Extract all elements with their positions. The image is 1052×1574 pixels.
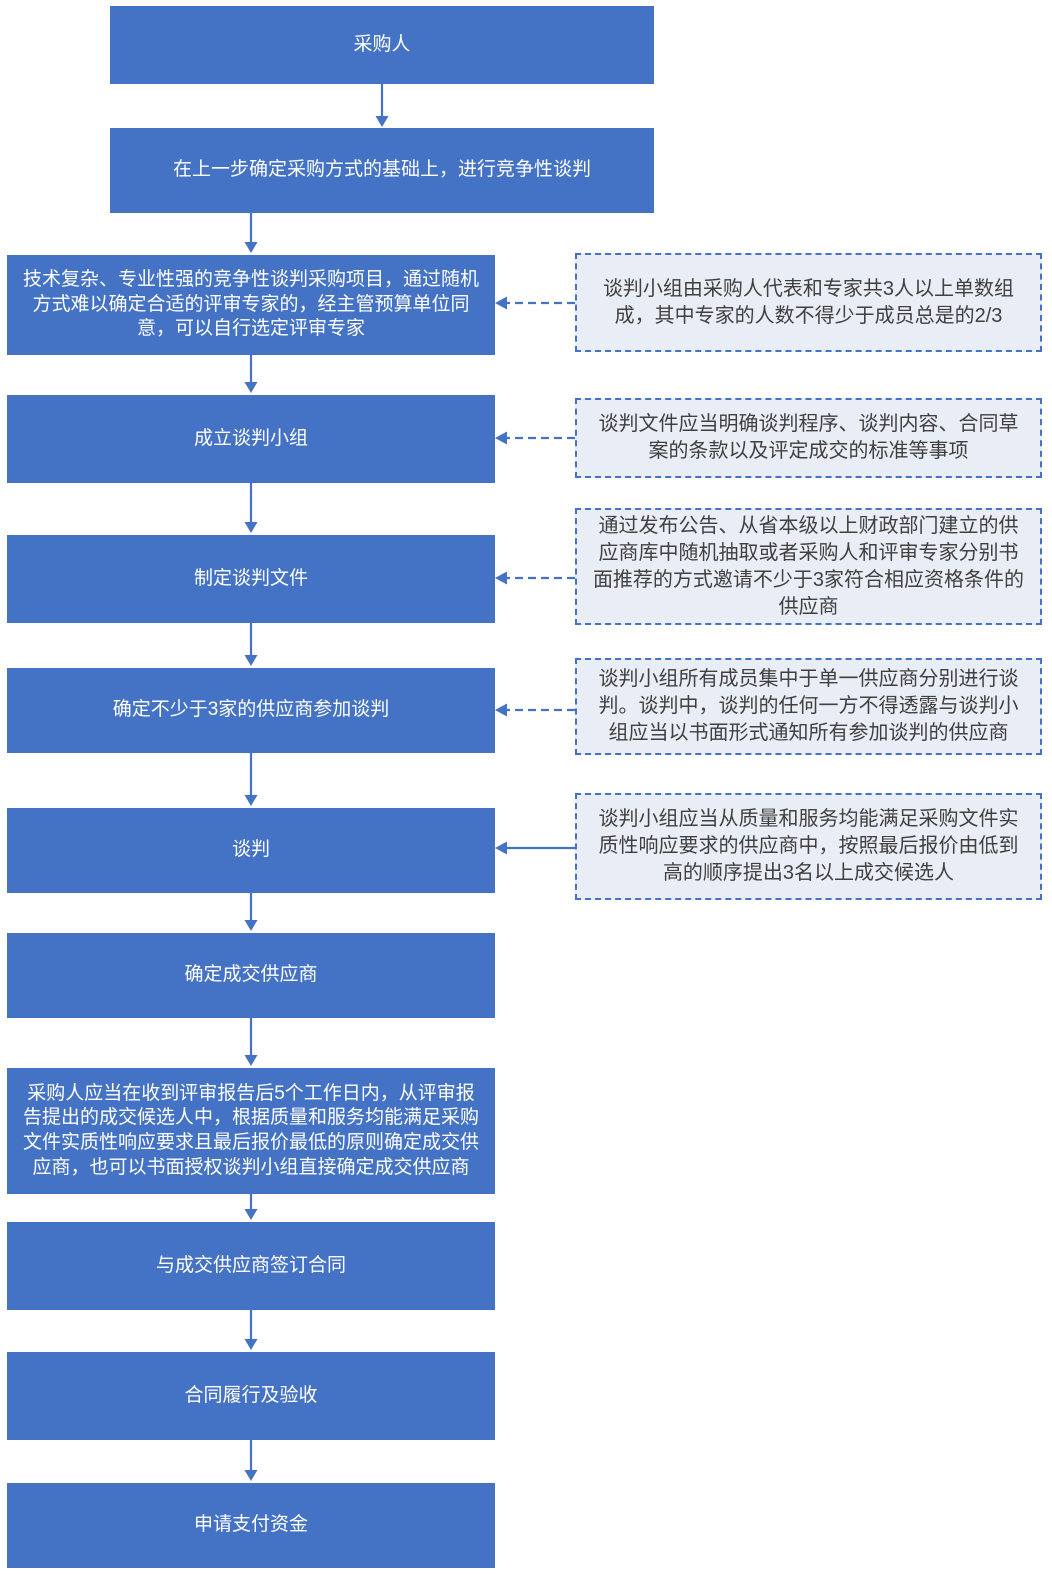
flow-arrowhead: [244, 1470, 258, 1481]
flow-step-winning-supplier-rules: 采购人应当在收到评审报告后5个工作日内，从评审报告提出的成交候选人中，根据质量和…: [7, 1068, 495, 1194]
note-arrowhead: [495, 431, 507, 445]
flow-step-label: 成立谈判小组: [193, 427, 308, 449]
flow-step-negotiation: 谈判: [7, 808, 495, 893]
note-document-contents: 谈判文件应当明确谈判程序、谈判内容、合同草案的条款以及评定成交的标准等事项: [575, 398, 1042, 478]
flow-step-sign-contract: 与成交供应商签订合同: [7, 1222, 495, 1310]
flow-arrowhead: [375, 116, 389, 127]
note-arrowhead: [495, 571, 507, 585]
note-arrowhead: [495, 296, 507, 310]
flow-step-prepare-negotiation-documents: 制定谈判文件: [7, 535, 495, 623]
flow-step-label: 申请支付资金: [193, 1514, 308, 1536]
note-arrowhead: [495, 841, 507, 855]
flow-step-determine-winning-supplier: 确定成交供应商: [7, 933, 495, 1018]
flow-step-label: 在上一步确定采购方式的基础上，进行竞争性谈判: [172, 159, 591, 181]
flow-step-label: 采购人: [353, 33, 411, 55]
flow-arrowhead: [244, 242, 258, 253]
note-label: 谈判小组应当从质量和服务均能满足采购文件实质性响应要求的供应商中，按照最后报价由…: [598, 808, 1019, 884]
annotation-connectors: [495, 296, 575, 855]
flow-arrowhead: [244, 655, 258, 666]
note-candidate-ranking: 谈判小组应当从质量和服务均能满足采购文件实质性响应要求的供应商中，按照最后报价由…: [575, 793, 1042, 900]
flow-step-label: 技术复杂、专业性强的竞争性谈判采购项目，通过随机方式难以确定合适的评审专家的，经…: [22, 268, 479, 340]
flow-arrowhead: [244, 795, 258, 806]
flow-step-invite-suppliers: 确定不少于3家的供应商参加谈判: [7, 668, 495, 753]
flow-step-label: 采购人应当在收到评审报告后5个工作日内，从评审报告提出的成交候选人中，根据质量和…: [22, 1082, 479, 1178]
note-label: 通过发布公告、从省本级以上财政部门建立的供应商库中随机抽取或者采购人和评审专家分…: [592, 514, 1025, 618]
note-negotiation-procedure: 谈判小组所有成员集中于单一供应商分别进行谈判。谈判中，谈判的任何一方不得透露与谈…: [575, 658, 1042, 755]
flow-step-label: 合同履行及验收: [184, 1384, 318, 1406]
flow-step-contract-performance-acceptance: 合同履行及验收: [7, 1352, 495, 1440]
flow-step-label: 制定谈判文件: [193, 567, 308, 589]
flow-step-label: 确定成交供应商: [184, 964, 318, 986]
flow-step-label: 与成交供应商签订合同: [155, 1254, 346, 1276]
note-arrowhead: [495, 703, 507, 717]
note-team-composition: 谈判小组由采购人代表和专家共3人以上单数组成，其中专家的人数不得少于成员总是的2…: [575, 253, 1042, 352]
note-label: 谈判小组由采购人代表和专家共3人以上单数组成，其中专家的人数不得少于成员总是的2…: [602, 277, 1015, 327]
flow-step-label: 谈判: [231, 839, 270, 861]
flow-arrowhead: [244, 1339, 258, 1350]
flow-step-competitive-negotiation: 在上一步确定采购方式的基础上，进行竞争性谈判: [110, 128, 654, 213]
flow-arrowhead: [244, 522, 258, 533]
flow-step-request-payment: 申请支付资金: [7, 1483, 495, 1568]
flow-arrowhead: [244, 920, 258, 931]
flow-step-label: 确定不少于3家的供应商参加谈判: [112, 699, 390, 721]
note-label: 谈判文件应当明确谈判程序、谈判内容、合同草案的条款以及评定成交的标准等事项: [598, 413, 1019, 462]
flow-step-form-negotiation-team: 成立谈判小组: [7, 395, 495, 483]
flow-arrowhead: [244, 1209, 258, 1220]
note-supplier-sourcing: 通过发布公告、从省本级以上财政部门建立的供应商库中随机抽取或者采购人和评审专家分…: [575, 508, 1042, 625]
flow-arrowhead: [244, 382, 258, 393]
flow-arrowhead: [244, 1055, 258, 1066]
flow-step-self-select-experts: 技术复杂、专业性强的竞争性谈判采购项目，通过随机方式难以确定合适的评审专家的，经…: [7, 255, 495, 355]
note-label: 谈判小组所有成员集中于单一供应商分别进行谈判。谈判中，谈判的任何一方不得透露与谈…: [598, 668, 1019, 744]
flow-step-purchaser: 采购人: [110, 6, 654, 84]
